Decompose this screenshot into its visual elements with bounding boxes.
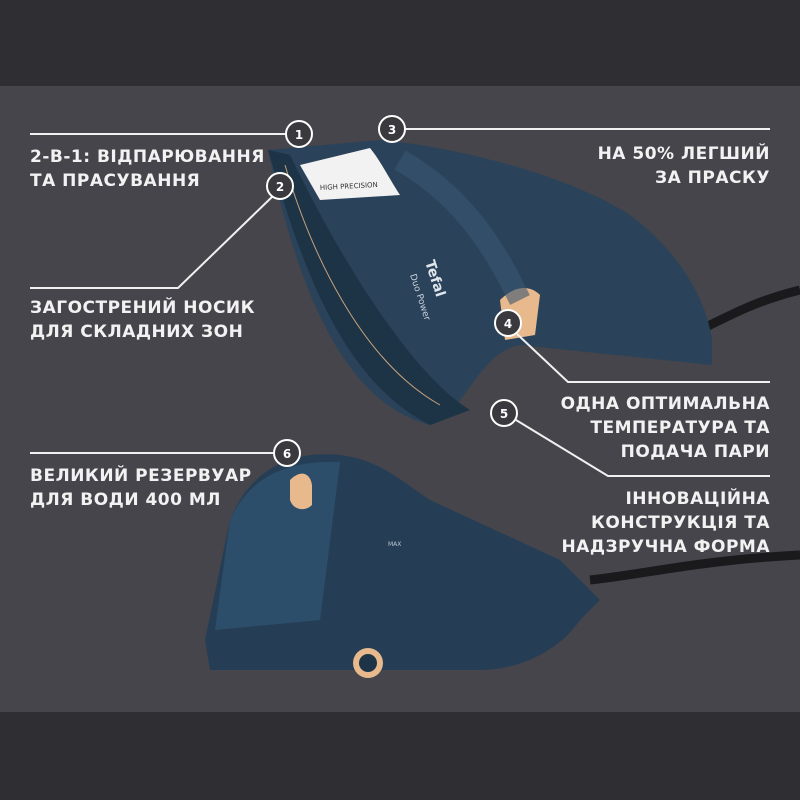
- tank-cap: [290, 473, 312, 510]
- bottom-band: [0, 712, 800, 800]
- callout-label-1: 2-В-1: ВІДПАРЮВАННЯ ТА ПРАСУВАННЯ: [30, 147, 265, 191]
- callout-marker-5: 5: [490, 399, 518, 427]
- svg-text:5: 5: [500, 407, 508, 421]
- callout-label-2: ЗАГОСТРЕНИЙ НОСИК ДЛЯ СКЛАДНИХ ЗОН: [30, 298, 256, 342]
- callout-line-4: [516, 333, 770, 383]
- callout-marker-1: 1: [285, 120, 313, 148]
- callout-marker-6: 6: [273, 439, 301, 467]
- callout-line-2: [30, 195, 274, 289]
- callout-line-5: [515, 419, 770, 477]
- base-cord: [589, 550, 800, 585]
- callout-marker-4: 4: [494, 309, 522, 337]
- iron-cord: [697, 285, 800, 335]
- callout-label-3: НА 50% ЛЕГШИЙ ЗА ПРАСКУ: [597, 144, 770, 188]
- top-band: [0, 0, 800, 86]
- svg-text:2: 2: [276, 180, 284, 194]
- callout-marker-3: 3: [378, 115, 406, 143]
- svg-text:6: 6: [283, 447, 291, 461]
- callout-label-4: ОДНА ОПТИМАЛЬНА ТЕМПЕРАТУРА ТА ПОДАЧА ПА…: [560, 394, 770, 462]
- svg-text:3: 3: [388, 123, 396, 137]
- svg-text:HIGH PRECISION: HIGH PRECISION: [320, 181, 378, 192]
- callout-markers: 1 2 3 4 5 6: [266, 115, 522, 467]
- svg-text:1: 1: [295, 128, 303, 142]
- callout-label-5: ІННОВАЦІЙНА КОНСТРУКЦІЯ ТА НАДЗРУЧНА ФОР…: [561, 489, 770, 557]
- svg-text:MAX: MAX: [388, 541, 401, 548]
- callout-label-6: ВЕЛИКИЙ РЕЗЕРВУАР ДЛЯ ВОДИ 400 МЛ: [30, 466, 252, 510]
- callout-lines: [30, 128, 770, 477]
- callout-marker-2: 2: [266, 172, 294, 200]
- svg-text:4: 4: [504, 317, 512, 331]
- water-tank-base: MAX: [205, 454, 600, 678]
- precision-plate: [300, 148, 400, 200]
